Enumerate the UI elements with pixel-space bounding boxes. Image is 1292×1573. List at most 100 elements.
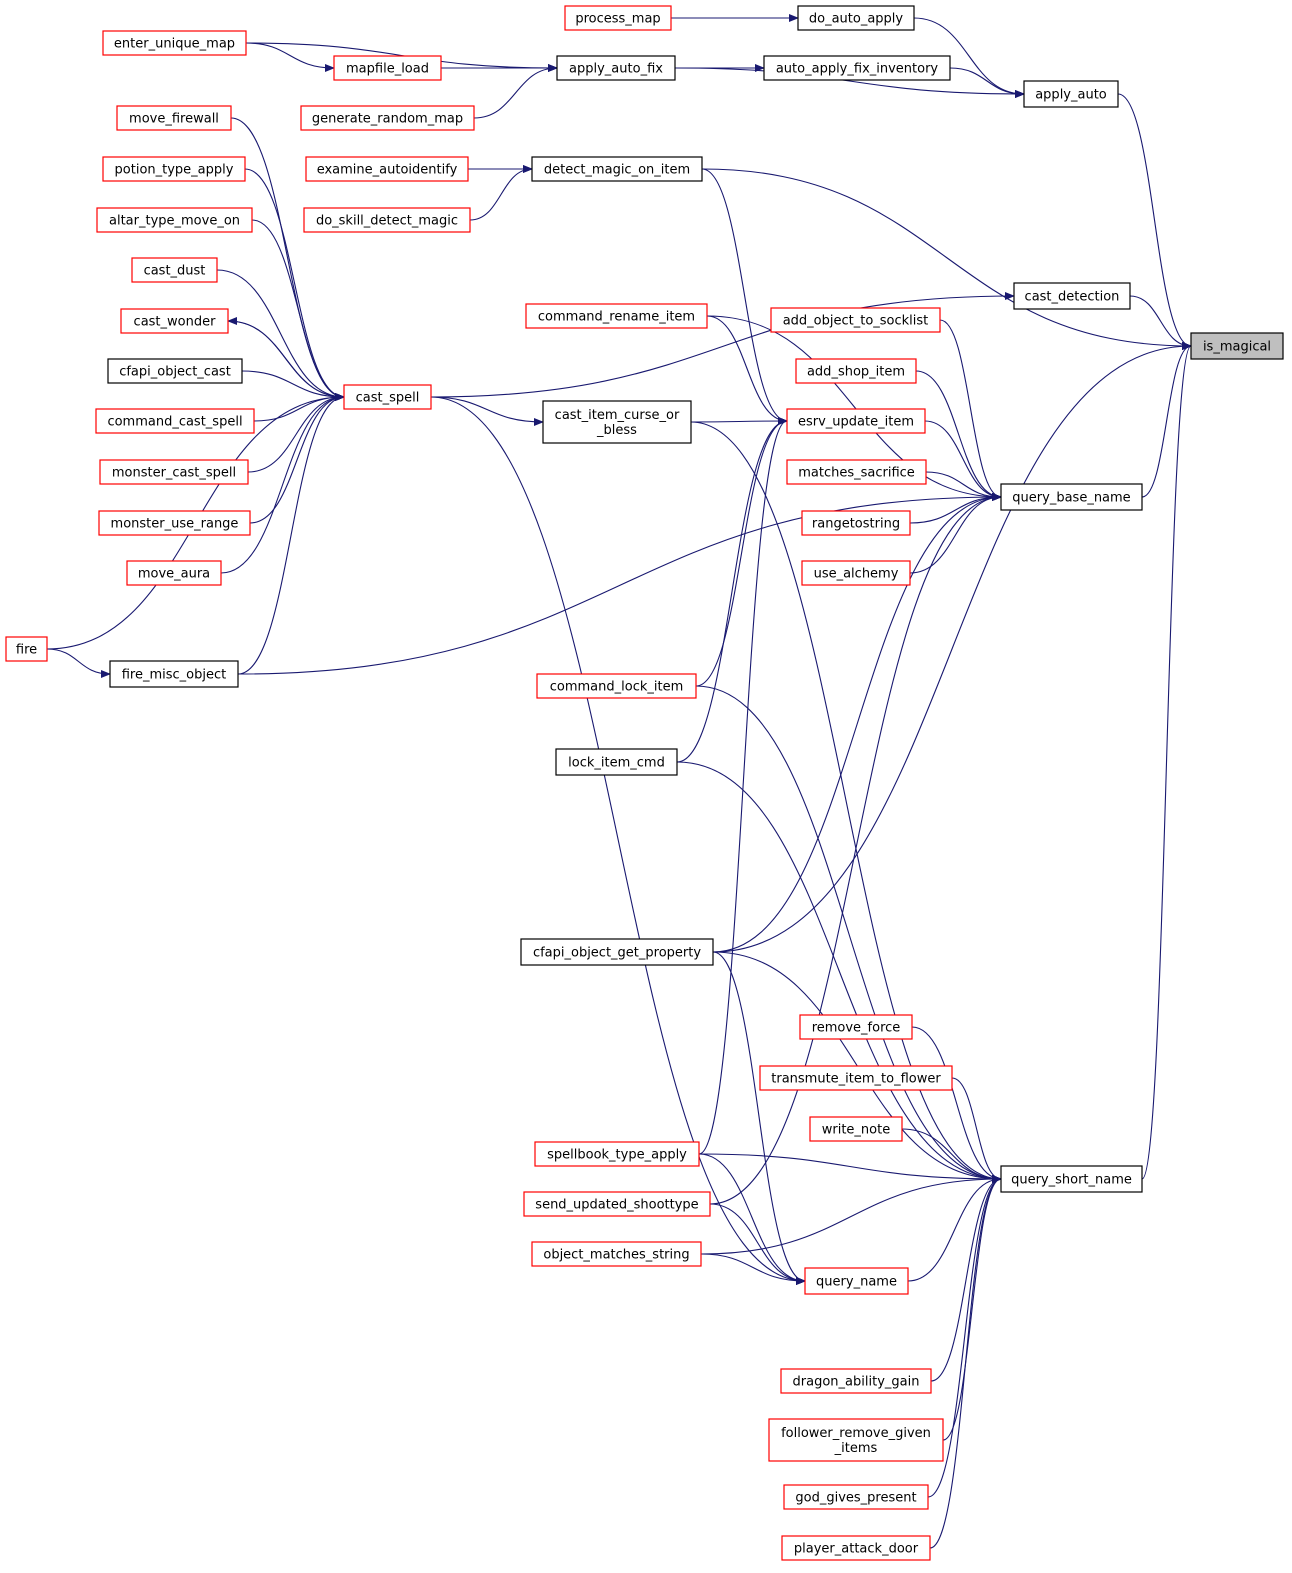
node-cast-spell[interactable]: cast_spell xyxy=(343,384,432,410)
node-box[interactable] xyxy=(786,459,927,485)
node-box[interactable] xyxy=(520,938,714,966)
node-altar-type-move-on[interactable]: altar_type_move_on xyxy=(96,207,253,233)
node-box[interactable] xyxy=(564,5,672,31)
node-cfapi-object-cast[interactable]: cfapi_object_cast xyxy=(107,358,243,384)
node-box[interactable] xyxy=(300,105,475,131)
node-box[interactable] xyxy=(120,308,229,334)
node-box[interactable] xyxy=(109,660,239,688)
node-object-matches-string[interactable]: object_matches_string xyxy=(531,1241,702,1267)
node-box[interactable] xyxy=(763,55,951,81)
node-write-note[interactable]: write_note xyxy=(809,1116,903,1142)
node-box[interactable] xyxy=(531,1241,702,1267)
node-matches-sacrifice[interactable]: matches_sacrifice xyxy=(786,459,927,485)
node-box[interactable] xyxy=(783,1484,929,1510)
node-box[interactable] xyxy=(555,748,678,776)
node-auto-apply-fix-inventory[interactable]: auto_apply_fix_inventory xyxy=(763,55,951,81)
node-box[interactable] xyxy=(801,510,911,536)
node-cast-detection[interactable]: cast_detection xyxy=(1013,282,1131,310)
node-box[interactable] xyxy=(531,156,703,182)
node-box[interactable] xyxy=(786,408,926,434)
node-box[interactable] xyxy=(303,207,471,233)
node-box[interactable] xyxy=(102,30,247,56)
node-box[interactable] xyxy=(98,510,251,536)
node-add-object-to-socklist[interactable]: add_object_to_socklist xyxy=(770,307,941,333)
node-query-name[interactable]: query_name xyxy=(804,1267,909,1295)
node-cfapi-object-get-property[interactable]: cfapi_object_get_property xyxy=(520,938,714,966)
node-box[interactable] xyxy=(781,1535,931,1561)
node-command-cast-spell[interactable]: command_cast_spell xyxy=(95,408,255,434)
node-label: dragon_ability_gain xyxy=(793,1375,920,1390)
node-box[interactable] xyxy=(305,156,469,182)
node-player-attack-door[interactable]: player_attack_door xyxy=(781,1535,931,1561)
node-box[interactable] xyxy=(780,1368,932,1394)
node-remove-force[interactable]: remove_force xyxy=(799,1014,913,1040)
node-do-auto-apply[interactable]: do_auto_apply xyxy=(797,5,915,31)
node-box[interactable] xyxy=(1000,483,1143,511)
node-lock-item-cmd[interactable]: lock_item_cmd xyxy=(555,748,678,776)
node-follower-remove-given-items[interactable]: follower_remove_given_items xyxy=(768,1418,944,1462)
node-cast-dust[interactable]: cast_dust xyxy=(131,257,218,283)
node-box[interactable] xyxy=(770,307,941,333)
node-box[interactable] xyxy=(768,1418,944,1462)
node-apply-auto-fix[interactable]: apply_auto_fix xyxy=(556,55,676,81)
node-box[interactable] xyxy=(131,257,218,283)
node-box[interactable] xyxy=(1000,1165,1143,1193)
node-box[interactable] xyxy=(95,408,255,434)
node-generate-random-map[interactable]: generate_random_map xyxy=(300,105,475,131)
node-monster-use-range[interactable]: monster_use_range xyxy=(98,510,251,536)
node-mapfile-load[interactable]: mapfile_load xyxy=(333,55,442,81)
node-monster-cast-spell[interactable]: monster_cast_spell xyxy=(99,459,249,485)
node-box[interactable] xyxy=(797,5,915,31)
edge-command_rename_item-to-query_base_name xyxy=(706,315,1002,501)
node-query-base-name[interactable]: query_base_name xyxy=(1000,483,1143,511)
node-box[interactable] xyxy=(333,55,442,81)
node-cast-wonder[interactable]: cast_wonder xyxy=(120,308,229,334)
node-apply-auto[interactable]: apply_auto xyxy=(1023,80,1119,108)
node-fire-misc-object[interactable]: fire_misc_object xyxy=(109,660,239,688)
node-box[interactable] xyxy=(99,459,249,485)
node-do-skill-detect-magic[interactable]: do_skill_detect_magic xyxy=(303,207,471,233)
node-query-short-name[interactable]: query_short_name xyxy=(1000,1165,1143,1193)
node-potion-type-apply[interactable]: potion_type_apply xyxy=(102,156,246,182)
node-box[interactable] xyxy=(107,358,243,384)
node-use-alchemy[interactable]: use_alchemy xyxy=(801,560,911,586)
node-box[interactable] xyxy=(801,560,911,586)
node-cast-item-curse-or-bless[interactable]: cast_item_curse_or_bless xyxy=(542,400,692,444)
node-box[interactable] xyxy=(96,207,253,233)
node-box[interactable] xyxy=(804,1267,909,1295)
node-box[interactable] xyxy=(1013,282,1131,310)
node-send-updated-shoottype[interactable]: send_updated_shoottype xyxy=(523,1191,711,1217)
node-transmute-item-to-flower[interactable]: transmute_item_to_flower xyxy=(759,1065,953,1091)
node-box[interactable] xyxy=(5,636,48,662)
node-box[interactable] xyxy=(795,358,917,384)
node-box[interactable] xyxy=(799,1014,913,1040)
node-box[interactable] xyxy=(534,1141,700,1167)
node-esrv-update-item[interactable]: esrv_update_item xyxy=(786,408,926,434)
node-move-aura[interactable]: move_aura xyxy=(126,560,222,586)
node-box[interactable] xyxy=(525,303,708,329)
node-box[interactable] xyxy=(343,384,432,410)
node-box[interactable] xyxy=(1023,80,1119,108)
node-box[interactable] xyxy=(556,55,676,81)
node-box[interactable] xyxy=(523,1191,711,1217)
node-box[interactable] xyxy=(536,673,697,699)
node-detect-magic-on-item[interactable]: detect_magic_on_item xyxy=(531,156,703,182)
node-box[interactable] xyxy=(116,105,232,131)
node-box[interactable] xyxy=(126,560,222,586)
node-rangetostring[interactable]: rangetostring xyxy=(801,510,911,536)
node-process-map[interactable]: process_map xyxy=(564,5,672,31)
node-dragon-ability-gain[interactable]: dragon_ability_gain xyxy=(780,1368,932,1394)
node-enter-unique-map[interactable]: enter_unique_map xyxy=(102,30,247,56)
node-command-lock-item[interactable]: command_lock_item xyxy=(536,673,697,699)
node-box[interactable] xyxy=(542,400,692,444)
node-god-gives-present[interactable]: god_gives_present xyxy=(783,1484,929,1510)
node-command-rename-item[interactable]: command_rename_item xyxy=(525,303,708,329)
node-move-firewall[interactable]: move_firewall xyxy=(116,105,232,131)
node-spellbook-type-apply[interactable]: spellbook_type_apply xyxy=(534,1141,700,1167)
node-add-shop-item[interactable]: add_shop_item xyxy=(795,358,917,384)
node-box[interactable] xyxy=(102,156,246,182)
node-fire[interactable]: fire xyxy=(5,636,48,662)
node-box[interactable] xyxy=(759,1065,953,1091)
node-examine-autoidentify[interactable]: examine_autoidentify xyxy=(305,156,469,182)
node-box[interactable] xyxy=(809,1116,903,1142)
